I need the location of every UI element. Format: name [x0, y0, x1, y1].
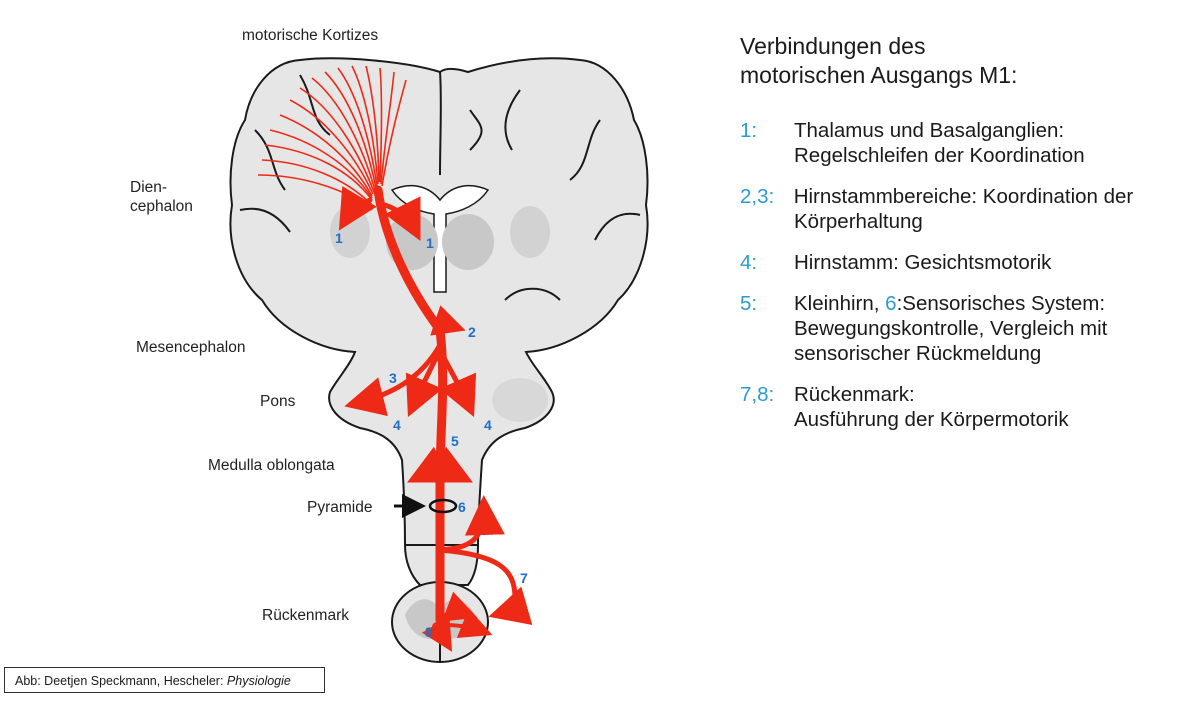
neuron-8: [432, 622, 442, 632]
legend-2-3-line-1: Hirnstammbereiche: Koordination der: [788, 185, 1134, 208]
cortical-fibres: [257, 65, 407, 211]
motor-tracts: [338, 185, 533, 652]
heading-line-2: motorischen Ausgangs M1:: [740, 62, 1018, 88]
legend-1-line-1: Thalamus und Basalganglien:: [794, 119, 1065, 142]
ventricle: [390, 184, 490, 293]
label-pyramide: Pyramide: [307, 499, 372, 516]
label-diencephalon-1: Dien-: [130, 179, 167, 196]
legend-7-8-line-2: Ausführung der Körpermotorik: [794, 408, 1069, 431]
panel-heading: Verbindungen des motorischen Ausgangs M1…: [740, 32, 1195, 90]
legend-5-line-3: sensorischer Rückmeldung: [794, 342, 1042, 365]
legend-item-7-8: 7,8: Rückenmark: Ausführung der Körpermo…: [740, 382, 1195, 432]
num-1-right: 1: [426, 235, 434, 251]
legend-item-4: 4: Hirnstamm: Gesichtsmotorik: [740, 250, 1195, 275]
num-3: 3: [389, 370, 397, 386]
legend-item-2-3: 2,3: Hirnstammbereiche: Koordination der…: [740, 184, 1195, 234]
label-motor-cortices: motorische Kortizes: [242, 27, 378, 44]
legend-num-7-8: 7,8:: [740, 383, 775, 406]
num-4-left: 4: [393, 417, 401, 433]
legend-panel: Verbindungen des motorischen Ausgangs M1…: [740, 32, 1195, 448]
legend-2-3-line-2: Körperhaltung: [794, 210, 923, 233]
motor-pathway-diagram: motorische Kortizes Dien- cephalon Mesen…: [130, 27, 649, 663]
legend-7-8-line-1: Rückenmark:: [794, 383, 915, 406]
pons-cerebellum: [492, 378, 548, 422]
brain-section: [229, 57, 649, 586]
legend-num-5: 5:: [740, 292, 758, 315]
heading-line-1: Verbindungen des: [740, 33, 926, 59]
caption-book-title: Physiologie: [226, 674, 291, 688]
legend-item-5-6: 5: Kleinhirn, 6:Sensorisches System: Bew…: [740, 291, 1195, 366]
legend-num-1: 1:: [740, 119, 758, 142]
num-2: 2: [468, 324, 476, 340]
pyramid-marker: [394, 494, 458, 518]
label-pons: Pons: [260, 393, 296, 410]
caption-prefix: Abb: Deetjen Speckmann, Hescheler:: [15, 674, 227, 688]
thalamus-right: [442, 214, 494, 270]
num-1-left: 1: [335, 230, 343, 246]
legend-4-line-1: Hirnstamm: Gesichtsmotorik: [794, 251, 1052, 274]
num-6: 6: [458, 499, 466, 515]
legend-5-line-2: Bewegungskontrolle, Vergleich mit: [794, 317, 1108, 340]
label-mesencephalon: Mesencephalon: [136, 339, 245, 356]
num-8: 8: [425, 624, 433, 640]
legend-item-1: 1: Thalamus und Basalganglien: Regelschl…: [740, 118, 1195, 168]
num-4-right: 4: [484, 417, 492, 433]
basal-ganglia-right: [510, 206, 550, 258]
legend-num-4: 4:: [740, 251, 758, 274]
legend-num-6: 6: [885, 292, 897, 315]
cerebrum-outline: [229, 57, 649, 546]
legend-5-line-1: Kleinhirn, 6:Sensorisches System:: [794, 292, 1106, 315]
legend-1-line-2: Regelschleifen der Koordination: [794, 144, 1085, 167]
legend-num-2-3: 2,3:: [740, 185, 775, 208]
label-medulla: Medulla oblongata: [208, 457, 335, 474]
label-rueckenmark: Rückenmark: [262, 607, 349, 624]
midline-fissure: [439, 71, 442, 176]
figure-caption: Abb: Deetjen Speckmann, Hescheler: Physi…: [4, 667, 325, 693]
label-diencephalon-2: cephalon: [130, 198, 193, 215]
num-5: 5: [451, 433, 459, 449]
num-7: 7: [520, 570, 528, 586]
